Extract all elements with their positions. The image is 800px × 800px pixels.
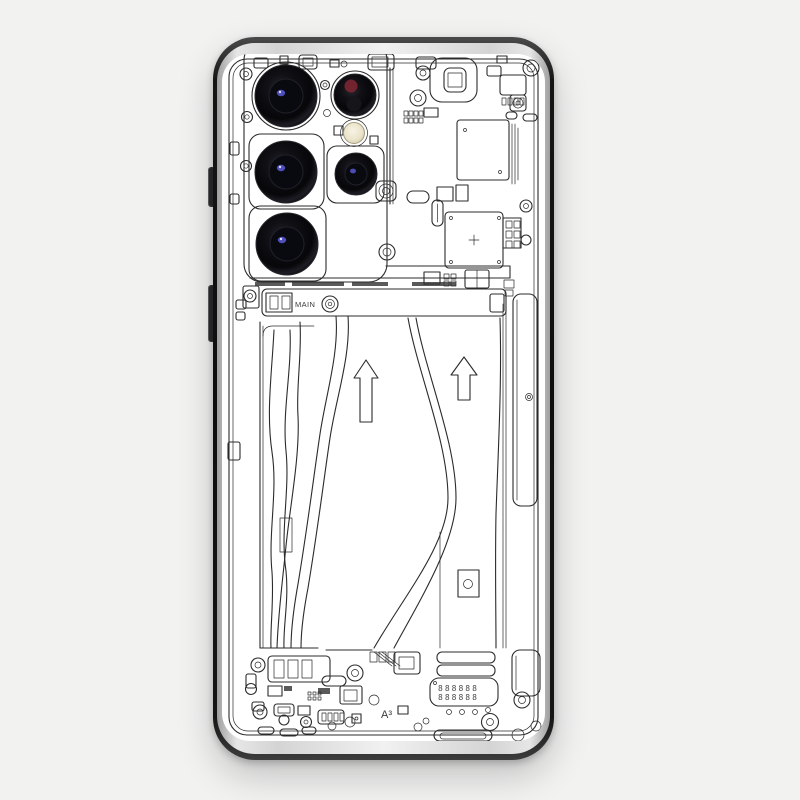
grommet-screw xyxy=(321,295,339,313)
camera-lenses xyxy=(254,64,378,276)
camera-lens-3 xyxy=(254,140,318,204)
phone-device: MAIN xyxy=(208,37,554,760)
ribbon-cables xyxy=(259,315,502,649)
camera-lens-4 xyxy=(334,152,378,196)
camera-lens-1 xyxy=(254,64,318,128)
power-button xyxy=(208,285,215,342)
skin-border-trace xyxy=(227,58,539,736)
arrow-up-icon xyxy=(450,356,478,401)
volume-button xyxy=(208,167,215,207)
camera-lens-2 xyxy=(333,73,377,117)
phone-frame: MAIN xyxy=(213,37,554,760)
metal-bezel: MAIN xyxy=(217,43,550,754)
antenna-strip-art xyxy=(502,279,538,649)
pcb-top-right-art xyxy=(375,55,540,289)
main-label: MAIN xyxy=(295,300,315,309)
teardown-skin: MAIN xyxy=(222,54,545,741)
main-connector-bar: MAIN xyxy=(242,265,511,317)
usb-port-outline xyxy=(433,729,493,741)
camera-flash xyxy=(343,122,365,144)
arrow-up-icon xyxy=(353,359,379,423)
segment-display-row1: 888888 xyxy=(438,684,479,693)
bottom-pcb-art: 888888 888888 A³ xyxy=(244,647,542,741)
teardown-line-art: MAIN xyxy=(227,54,542,741)
camera-lens-5 xyxy=(255,212,319,276)
chip-label: A³ xyxy=(381,709,392,721)
segment-display: 888888 888888 xyxy=(429,677,499,707)
segment-display-row2: 888888 xyxy=(438,693,479,702)
